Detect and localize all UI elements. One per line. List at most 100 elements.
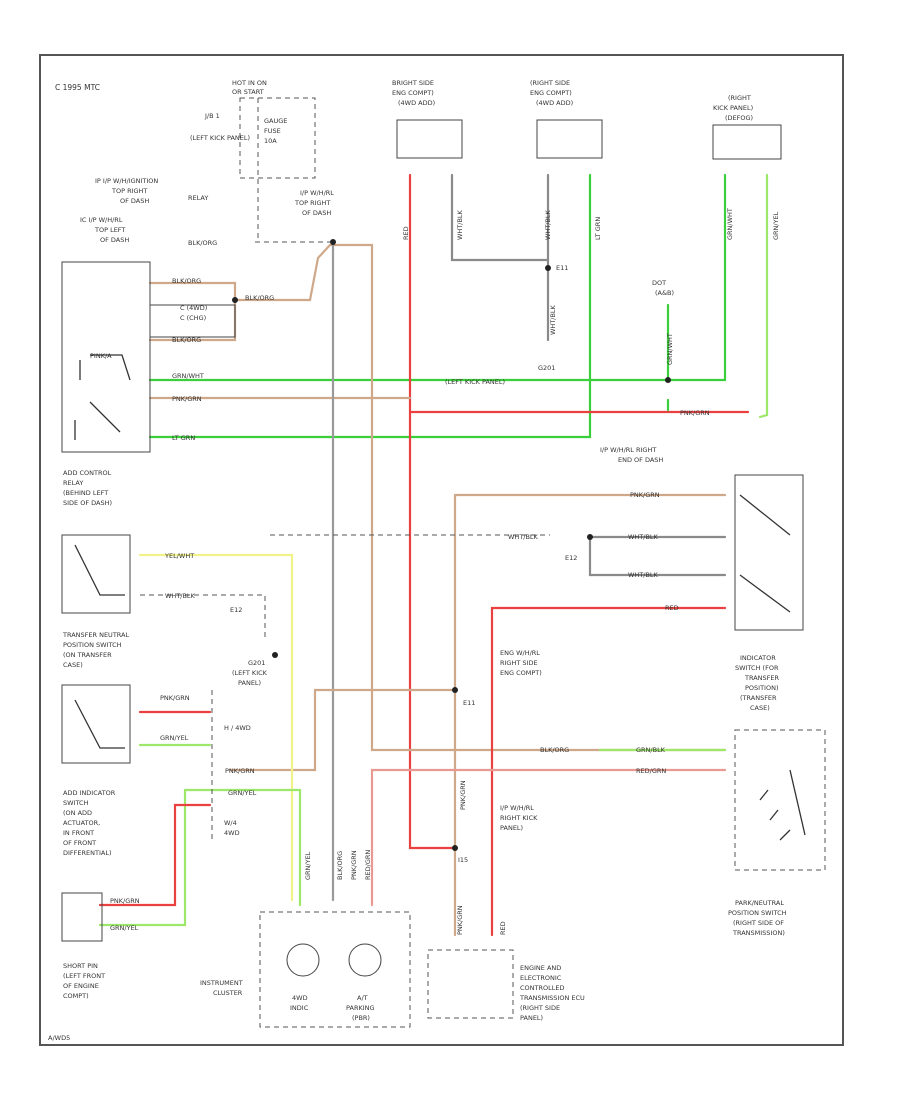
ip-right-end-1: I/P W/H/RL RIGHT bbox=[600, 446, 656, 454]
e11-label: E11 bbox=[463, 699, 475, 707]
fuse1-line3: (4WD ADD) bbox=[398, 99, 435, 107]
relay-switch bbox=[74, 354, 131, 440]
wire-red-main bbox=[408, 173, 457, 850]
instr-cluster-2: CLUSTER bbox=[213, 989, 243, 997]
g201-b-label: G201 bbox=[248, 659, 265, 667]
wht-blk-right-a: WHT/BLK bbox=[628, 533, 659, 541]
hi-4wd-label: H / 4WD bbox=[224, 724, 251, 732]
wht-blk-vertical-label: WHT/BLK bbox=[456, 209, 464, 240]
ip-wh-ign-3: OF DASH bbox=[120, 197, 149, 205]
wht-blk-mid-label: WHT/BLK bbox=[508, 533, 539, 541]
ecu-1: ENGINE AND bbox=[520, 964, 561, 972]
red-ecu-vertical: RED bbox=[499, 921, 507, 935]
park-neutral-2: POSITION SWITCH bbox=[728, 909, 787, 917]
left-kick-label: (LEFT KICK PANEL) bbox=[445, 378, 505, 386]
fuse2-line1: (RIGHT SIDE bbox=[530, 79, 570, 87]
pink-a-label: PINK/A bbox=[90, 352, 112, 360]
instrument-cluster-box bbox=[259, 911, 411, 1028]
indicator-switch-contacts bbox=[739, 494, 791, 613]
splice-e11-lower bbox=[452, 687, 458, 693]
park-neutral-4: TRANSMISSION) bbox=[732, 929, 785, 937]
gauge-fuse-label2: FUSE bbox=[264, 127, 281, 135]
jb1-label: J/B 1 bbox=[204, 112, 220, 120]
indicator-sw-5: (TRANSFER bbox=[740, 694, 777, 702]
left-kick-b-1: (LEFT KICK bbox=[232, 669, 268, 677]
pnk-grn-upper-label: PNK/GRN bbox=[680, 409, 710, 417]
grn-yel-cluster-label: GRN/YEL bbox=[228, 789, 257, 797]
add-ind-2: SWITCH bbox=[63, 799, 89, 807]
dot-label: DOT bbox=[652, 279, 666, 287]
wire-wht-blk-dashed bbox=[140, 594, 266, 640]
grn-wht-label: GRN/WHT bbox=[172, 372, 204, 380]
wire-red-indicator bbox=[490, 606, 727, 937]
indicator-sw-3: TRANSFER bbox=[744, 674, 780, 682]
wire-grn-yel-short bbox=[98, 788, 302, 927]
splice-e12 bbox=[587, 534, 593, 540]
grn-yel-cluster-vertical: GRN/YEL bbox=[304, 851, 312, 880]
ecu-box bbox=[427, 949, 514, 1019]
pnk-short-label: PNK/GRN bbox=[110, 897, 140, 905]
gauge-at-icon bbox=[348, 943, 382, 977]
red-vertical-label: RED bbox=[402, 226, 410, 240]
relay-blk-org: BLK/ORG bbox=[172, 277, 201, 285]
pnk-grn-relay-label: PNK/GRN bbox=[172, 395, 202, 403]
wire-tan-to-cluster bbox=[228, 688, 457, 772]
add-ind-3: (ON ADD bbox=[63, 809, 92, 817]
eng-wh-2: RIGHT SIDE bbox=[500, 659, 538, 667]
lt-grn-label: LT GRN bbox=[172, 434, 195, 442]
hot-in-on-sub: OR START bbox=[232, 88, 264, 96]
diagram-frame bbox=[39, 54, 844, 1046]
gauge-at-label-3: (PBR) bbox=[352, 1014, 370, 1022]
c4wd-label2: C (CHG) bbox=[180, 314, 206, 322]
indicator-sw-4: POSITION) bbox=[745, 684, 778, 692]
transfer-neutral-1: TRANSFER NEUTRAL bbox=[62, 631, 129, 639]
relay-inner-box bbox=[149, 304, 236, 338]
grn-wht-vertical-label: GRN/WHT bbox=[726, 208, 734, 240]
ip-wh-kick-1: I/P W/H/RL bbox=[500, 804, 534, 812]
ecu-6: PANEL) bbox=[520, 1014, 543, 1022]
add-relay-4: SIDE OF DASH) bbox=[63, 499, 112, 507]
ip-right-end-2: END OF DASH bbox=[618, 456, 663, 464]
ip-wh-kick-3: PANEL) bbox=[500, 824, 523, 832]
park-neutral-box bbox=[734, 729, 826, 871]
grn-blk-label: GRN/BLK bbox=[636, 746, 666, 754]
ip-wh-ign-2: TOP RIGHT bbox=[111, 187, 147, 195]
ip-wh-kick-2: RIGHT KICK bbox=[500, 814, 538, 822]
e11-top-label: E11 bbox=[556, 264, 568, 272]
g201-label: G201 bbox=[538, 364, 555, 372]
add-relay-2: RELAY bbox=[63, 479, 83, 487]
transfer-neutral-box bbox=[61, 534, 131, 614]
wire-red-addind bbox=[98, 803, 212, 907]
add-relay-box bbox=[61, 261, 151, 453]
indicator-switch-box bbox=[734, 474, 804, 631]
i15-label: I15 bbox=[458, 856, 468, 864]
pnk-grn-e11-label: PNK/GRN bbox=[630, 491, 660, 499]
ecu-2: ELECTRONIC bbox=[520, 974, 562, 982]
fuse2-box bbox=[536, 119, 603, 159]
gauge-at-label: A/T bbox=[357, 994, 368, 1002]
short-pin-3: OF ENGINE bbox=[63, 982, 99, 990]
gauge-at-label-2: PARKING bbox=[346, 1004, 375, 1012]
ecu-4: TRANSMISSION ECU bbox=[519, 994, 585, 1002]
ip-wh-ign-1: IP I/P W/H/IGNITION bbox=[95, 177, 158, 185]
wire-wht-blk-a bbox=[450, 173, 550, 262]
splice-g201 bbox=[272, 652, 278, 658]
wht-blk-ts-label: WHT/BLK bbox=[165, 592, 196, 600]
add-indicator-box bbox=[61, 684, 131, 764]
jb1-location: (LEFT KICK PANEL) bbox=[190, 134, 250, 142]
corner-code: A/WD5 bbox=[48, 1034, 70, 1042]
splice-relay bbox=[232, 297, 238, 303]
short-pin-1: SHORT PIN bbox=[63, 962, 98, 970]
add-indicator-switch bbox=[74, 699, 125, 749]
fuse3-line1: (RIGHT bbox=[728, 94, 751, 102]
add-ind-1: ADD INDICATOR bbox=[63, 789, 116, 797]
eng-wh-1: ENG W/H/RL bbox=[500, 649, 540, 657]
grn-yel-add-label: GRN/YEL bbox=[160, 734, 189, 742]
short-pin-4: COMPT) bbox=[63, 992, 89, 1000]
instr-cluster-1: INSTRUMENT bbox=[200, 979, 243, 987]
jb1-box bbox=[239, 97, 316, 179]
gauge-4wd-label-2: INDIC bbox=[290, 1004, 309, 1012]
w-4wd-label: W/4 bbox=[224, 819, 237, 827]
splice-i15 bbox=[452, 845, 458, 851]
